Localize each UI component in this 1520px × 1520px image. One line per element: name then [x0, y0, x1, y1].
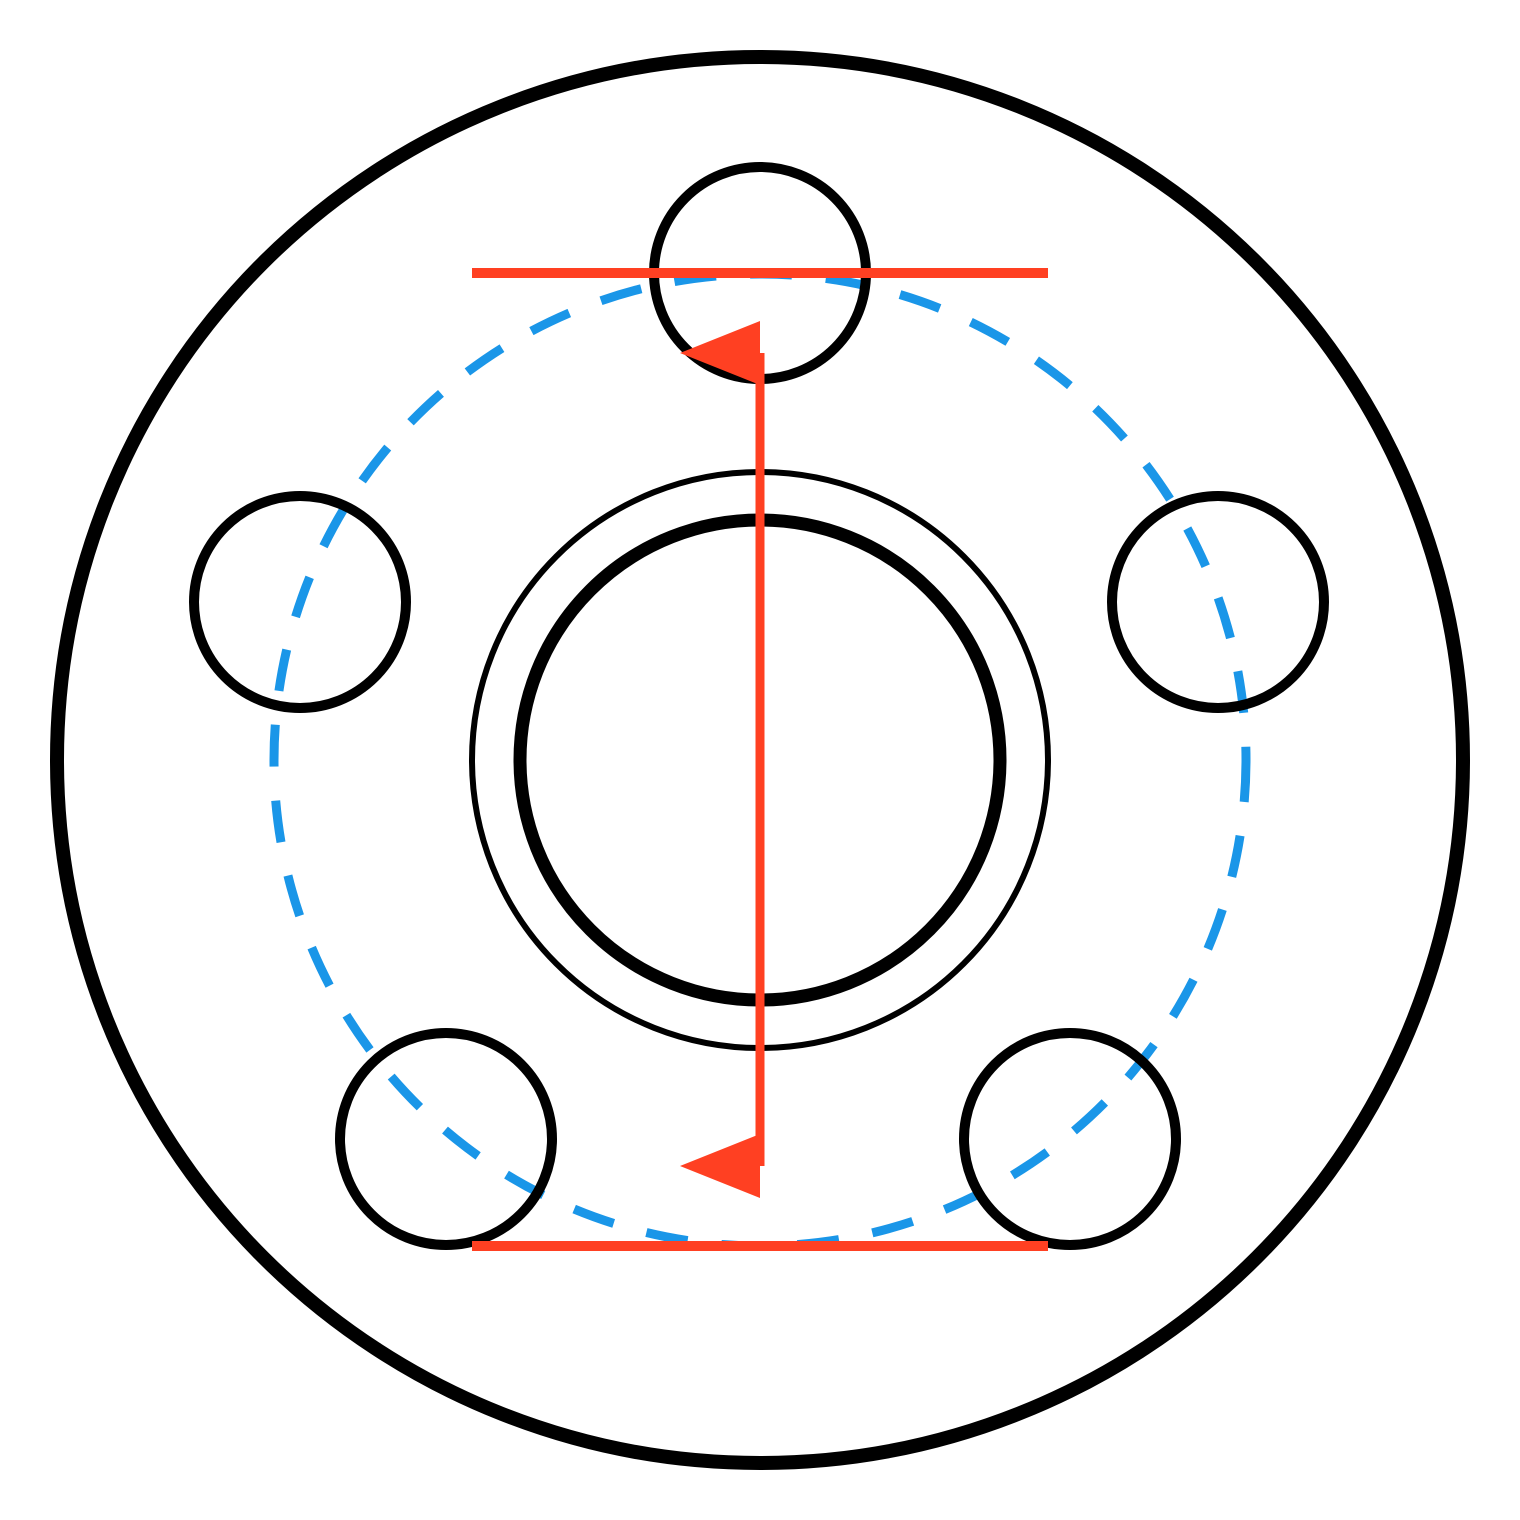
outer-rim-circle [50, 50, 1470, 1470]
lug-hole-upper-left [189, 491, 411, 713]
lug-hole-upper-right [1107, 491, 1329, 713]
lug-hole-lower-left [335, 1028, 557, 1250]
lug-hole-lower-right [959, 1028, 1181, 1250]
